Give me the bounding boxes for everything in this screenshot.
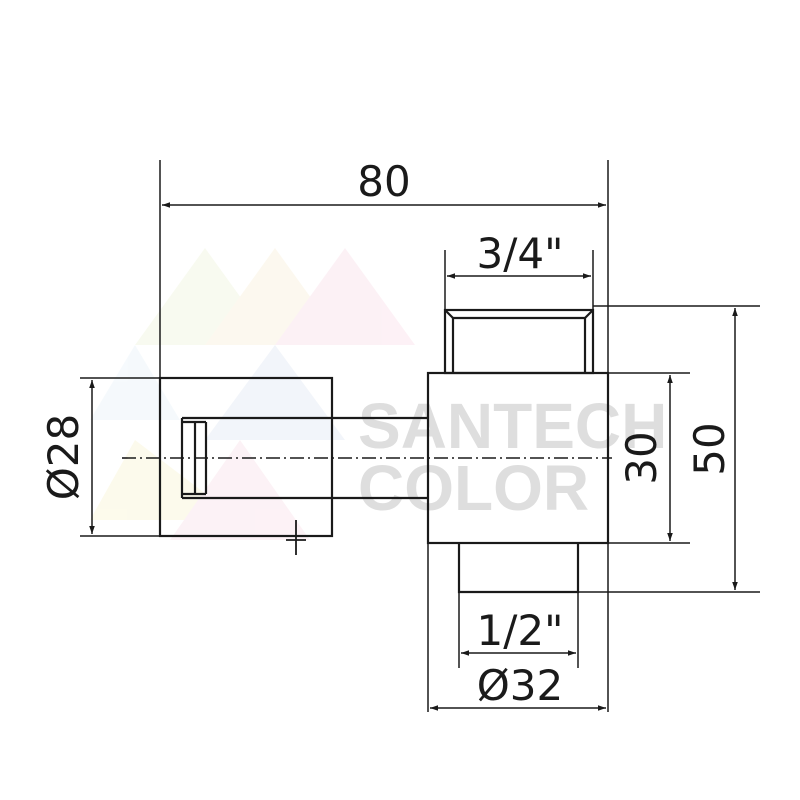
- watermark-text-line2: COLOR: [358, 452, 589, 524]
- part-outline: [158, 308, 610, 594]
- dim-bottom-thread: [458, 592, 579, 668]
- label-flange-diameter: Ø28: [39, 414, 88, 501]
- bottom-thread: [457, 543, 580, 594]
- label-top-thread: 3/4": [477, 229, 564, 278]
- label-total-height: 50: [685, 422, 734, 475]
- dim-flange-diameter: [80, 377, 160, 537]
- dim-overall-length: [159, 160, 609, 378]
- label-bottom-thread: 1/2": [477, 606, 564, 655]
- watermark-logo: [90, 248, 415, 540]
- reference-mark: [286, 520, 306, 555]
- label-body-diameter: Ø32: [477, 661, 564, 710]
- dim-top-thread: [444, 250, 594, 310]
- top-thread: [443, 308, 595, 375]
- flange: [158, 376, 334, 538]
- label-overall-length: 80: [357, 157, 410, 206]
- dim-body-height: [608, 372, 690, 544]
- watermark-text-line1: SANTECH: [358, 390, 667, 462]
- dim-body-diameter: [427, 543, 609, 712]
- label-body-height: 30: [617, 431, 666, 484]
